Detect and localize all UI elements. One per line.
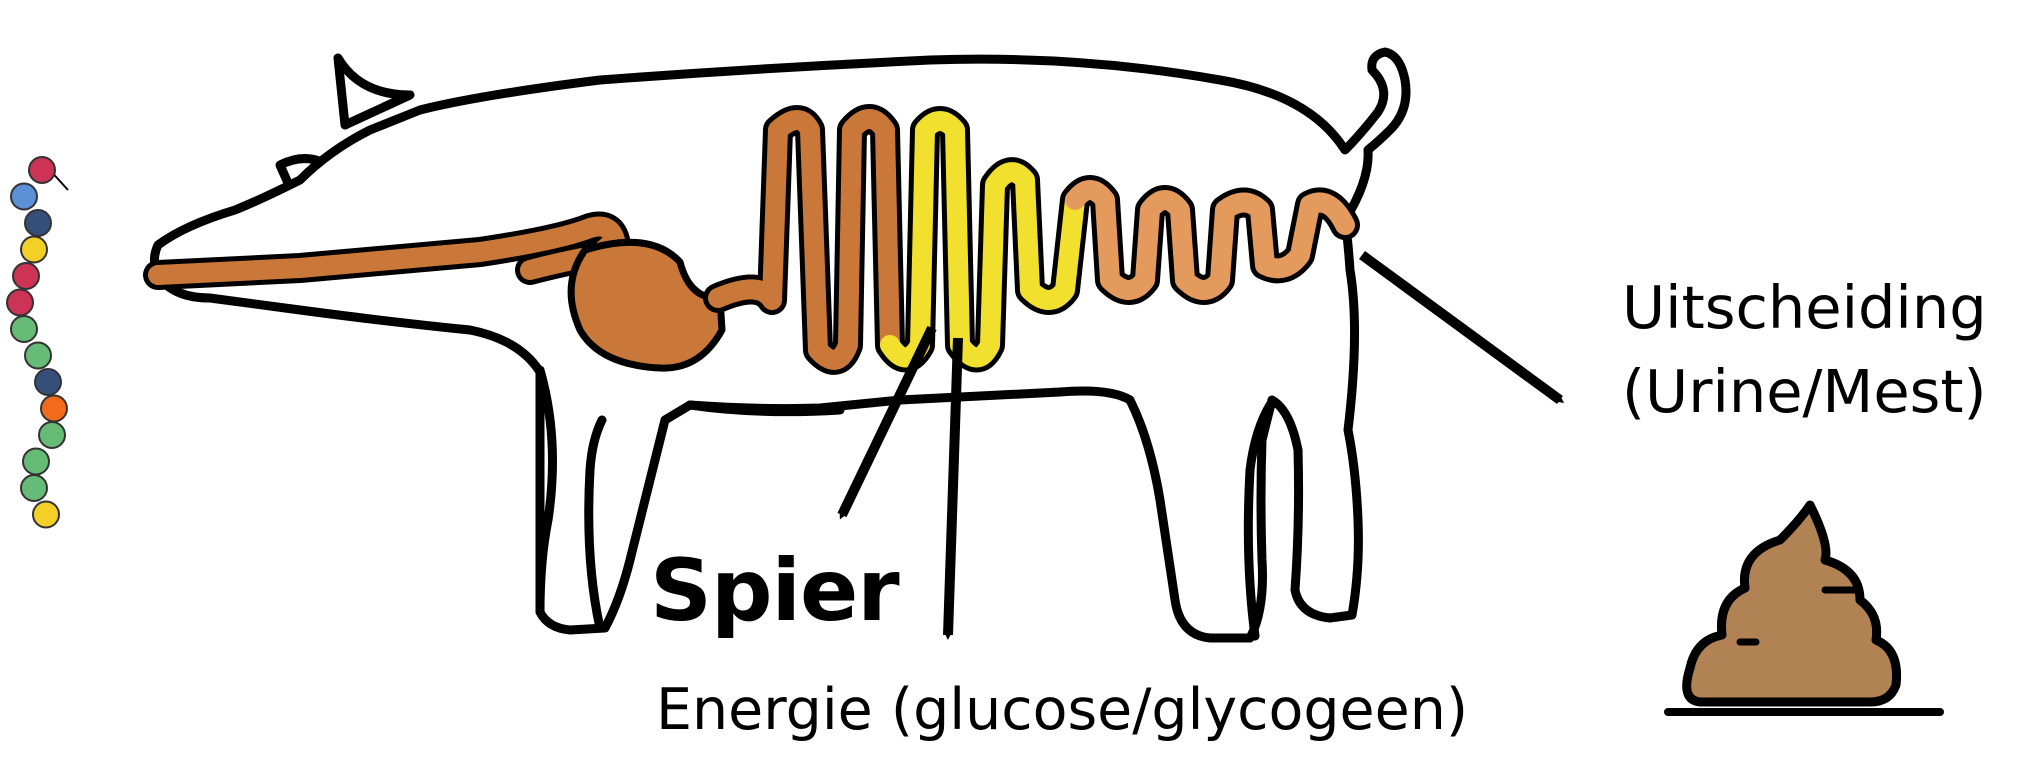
amino-acid-chain-icon bbox=[7, 157, 68, 528]
amino-acid-bead bbox=[41, 396, 67, 422]
energy-label: Energie (glucose/glycogeen) bbox=[656, 682, 1468, 739]
muscle-label: Spier bbox=[650, 548, 899, 634]
amino-acid-bead bbox=[33, 502, 59, 528]
amino-acid-bead bbox=[35, 369, 61, 395]
amino-acid-bead bbox=[29, 157, 55, 183]
amino-acid-bead bbox=[11, 316, 37, 342]
amino-acid-bead bbox=[21, 237, 47, 263]
poop-icon bbox=[1668, 505, 1940, 712]
amino-acid-bead bbox=[25, 343, 51, 369]
amino-acid-bead bbox=[23, 449, 49, 475]
excretion-sublabel: (Urine/Mest) bbox=[1622, 362, 1987, 421]
amino-acid-bead bbox=[21, 475, 47, 501]
excretion-label: Uitscheiding bbox=[1622, 278, 1987, 337]
poop-body bbox=[1687, 505, 1897, 702]
amino-acid-bead bbox=[7, 290, 33, 316]
arrow-to-excretion bbox=[1362, 255, 1560, 400]
amino-acid-bead bbox=[11, 184, 37, 210]
amino-acid-bead bbox=[13, 263, 39, 289]
amino-acid-bead bbox=[39, 422, 65, 448]
amino-acid-bead bbox=[25, 210, 51, 236]
